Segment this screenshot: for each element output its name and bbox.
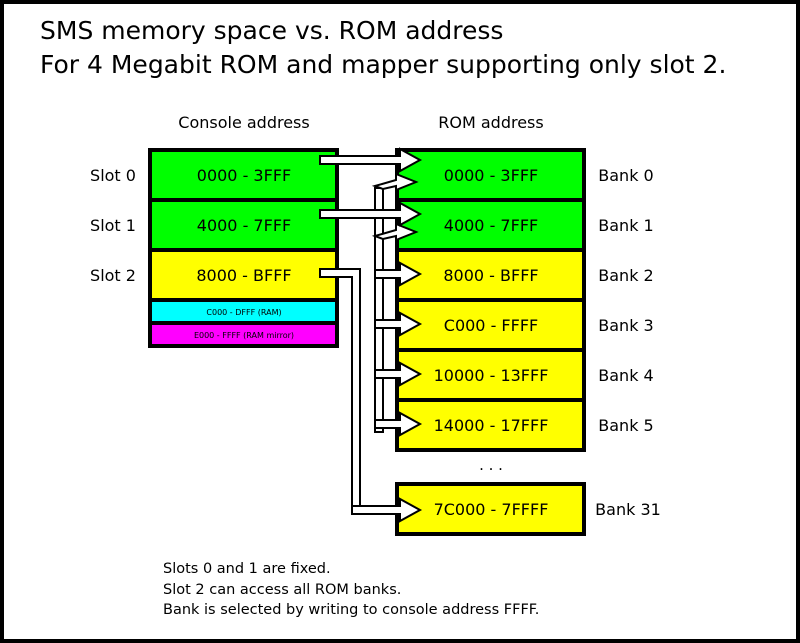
rom-range-label: 14000 - 17FFF: [434, 416, 549, 435]
rom-range-label: 4000 - 7FFF: [444, 216, 538, 235]
rom-bank-3: C000 - FFFF: [395, 298, 586, 352]
rom-address-header: ROM address: [438, 113, 543, 132]
bank-1-label: Bank 1: [598, 216, 653, 235]
rom-bank-4: 10000 - 13FFF: [395, 348, 586, 402]
branch-to-bank-0-arrow: [371, 172, 419, 192]
bank-4-label: Bank 4: [598, 366, 653, 385]
note-line-1: Slots 0 and 1 are fixed.: [163, 561, 331, 577]
slot-2-branch-trunk: [374, 187, 384, 433]
console-address-header: Console address: [178, 113, 309, 132]
slot-1-label: Slot 1: [90, 216, 136, 235]
bank-2-label: Bank 2: [598, 266, 653, 285]
branch-to-bank-5-arrow: [374, 411, 423, 437]
console-range-label: 0000 - 3FFF: [197, 166, 291, 185]
slot-1-to-bank-1-arrow: [319, 201, 423, 227]
branch-to-bank-4-arrow: [374, 361, 423, 387]
bank-5-label: Bank 5: [598, 416, 653, 435]
console-block-slot-0: 0000 - 3FFF: [148, 148, 339, 202]
title-line-2: For 4 Megabit ROM and mapper supporting …: [40, 50, 726, 79]
rom-bank-31: 7C000 - 7FFFF: [395, 482, 586, 536]
slot-2-label: Slot 2: [90, 266, 136, 285]
note-line-2: Slot 2 can access all ROM banks.: [163, 582, 401, 598]
console-block-ram: C000 - DFFF (RAM): [148, 298, 339, 325]
rom-bank-2: 8000 - BFFF: [395, 248, 586, 302]
bank-31-label: Bank 31: [595, 500, 661, 519]
rom-range-label: 7C000 - 7FFFF: [434, 500, 549, 519]
rom-range-label: 0000 - 3FFF: [444, 166, 538, 185]
bank-0-label: Bank 0: [598, 166, 653, 185]
slot-2-to-bank-31-arrow: [351, 497, 423, 523]
bank-3-label: Bank 3: [598, 316, 653, 335]
console-range-label: C000 - DFFF (RAM): [206, 308, 281, 317]
console-range-label: E000 - FFFF (RAM mirror): [194, 331, 294, 340]
note-line-3: Bank is selected by writing to console a…: [163, 602, 539, 618]
rom-bank-5: 14000 - 17FFF: [395, 398, 586, 452]
rom-range-label: 10000 - 13FFF: [434, 366, 549, 385]
slot-0-label: Slot 0: [90, 166, 136, 185]
title-line-1: SMS memory space vs. ROM address: [40, 16, 503, 45]
slot-0-to-bank-0-arrow: [319, 147, 423, 173]
branch-to-bank-1-arrow: [371, 222, 419, 242]
console-block-ram-mirror: E000 - FFFF (RAM mirror): [148, 321, 339, 348]
ellipsis: . . .: [479, 456, 503, 474]
branch-to-bank-3-arrow: [374, 311, 423, 337]
console-block-slot-2: 8000 - BFFF: [148, 248, 339, 302]
console-block-slot-1: 4000 - 7FFF: [148, 198, 339, 252]
rom-bank-0: 0000 - 3FFF: [395, 148, 586, 202]
mapping-arrows: [319, 147, 423, 523]
rom-range-label: 8000 - BFFF: [443, 266, 538, 285]
rom-range-label: C000 - FFFF: [444, 316, 538, 335]
branch-to-bank-2-arrow: [374, 261, 423, 287]
console-range-label: 8000 - BFFF: [196, 266, 291, 285]
rom-bank-1: 4000 - 7FFF: [395, 198, 586, 252]
console-range-label: 4000 - 7FFF: [197, 216, 291, 235]
